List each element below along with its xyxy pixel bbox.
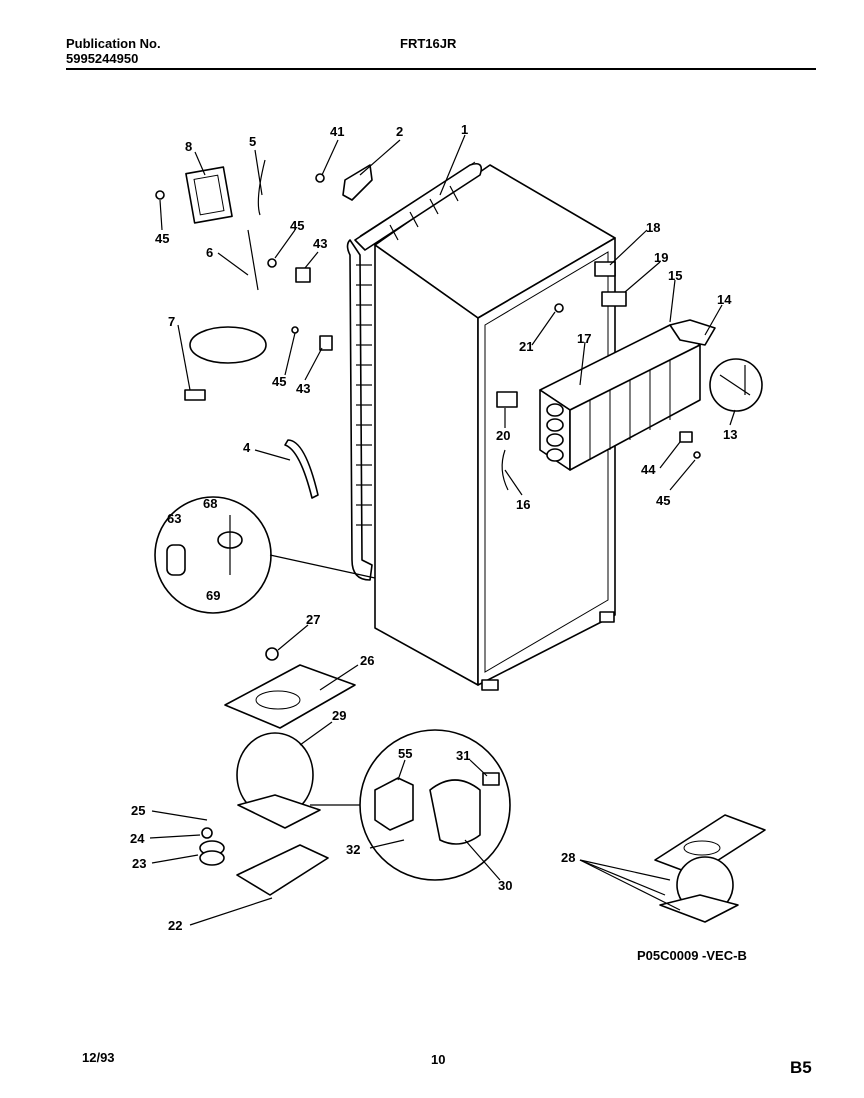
part-label: 19 [654,250,668,265]
part-label: 13 [723,427,737,442]
part-labels: 1 2 4 5 6 7 8 13 14 15 16 17 18 19 20 21… [130,122,747,963]
part-label: 24 [130,831,145,846]
part-label: 26 [360,653,374,668]
condenser-tubes [356,185,459,526]
part-label: 20 [496,428,510,443]
small-parts [155,159,763,661]
part-label: 17 [577,331,591,346]
detail-circle-left [154,496,376,614]
part-label: 41 [330,124,344,139]
publication-number: 5995244950 [66,51,139,66]
part-label: 2 [396,124,403,139]
part-label: 29 [332,708,346,723]
part-label: 45 [290,218,304,233]
condenser-coil [346,161,483,581]
detail-circle-right [310,729,511,881]
part-label: 43 [296,381,310,396]
part-label: 1 [461,122,468,137]
evaporator-coil [539,324,701,471]
part-label: 63 [167,511,181,526]
part-label: 31 [456,748,470,763]
part-label: 69 [206,588,220,603]
footer-section: B5 [790,1058,812,1077]
part-label: 44 [641,462,656,477]
part-label: 25 [131,803,145,818]
part-label: 21 [519,339,533,354]
part-label: 30 [498,878,512,893]
drain-pan [224,664,356,729]
part-label: 23 [132,856,146,871]
part-label: 6 [206,245,213,260]
refrigerator-cabinet [374,164,616,691]
compressor-assembly [654,814,766,923]
part-label: 5 [249,134,256,149]
part-label: 8 [185,139,192,154]
part-label: 14 [717,292,732,307]
figure-code: P05C0009 -VEC-B [637,948,747,963]
model-number: FRT16JR [400,36,457,51]
part-label: 43 [313,236,327,251]
part-label: 45 [656,493,670,508]
part-label: 27 [306,612,320,627]
part-label: 28 [561,850,575,865]
compressor [199,732,329,896]
part-label: 15 [668,268,682,283]
publication-label: Publication No. [66,36,161,51]
part-label: 7 [168,314,175,329]
part-label: 55 [398,746,412,761]
part-label: 22 [168,918,182,933]
leader-lines [149,134,736,926]
header-rule [66,68,816,70]
part-label: 32 [346,842,360,857]
part-label: 45 [155,231,169,246]
part-label: 45 [272,374,286,389]
part-label: 18 [646,220,660,235]
part-label: 16 [516,497,530,512]
footer-page: 10 [431,1052,446,1067]
part-label: 4 [243,440,251,455]
part-label: 68 [203,496,217,511]
footer-date: 12/93 [82,1050,115,1065]
